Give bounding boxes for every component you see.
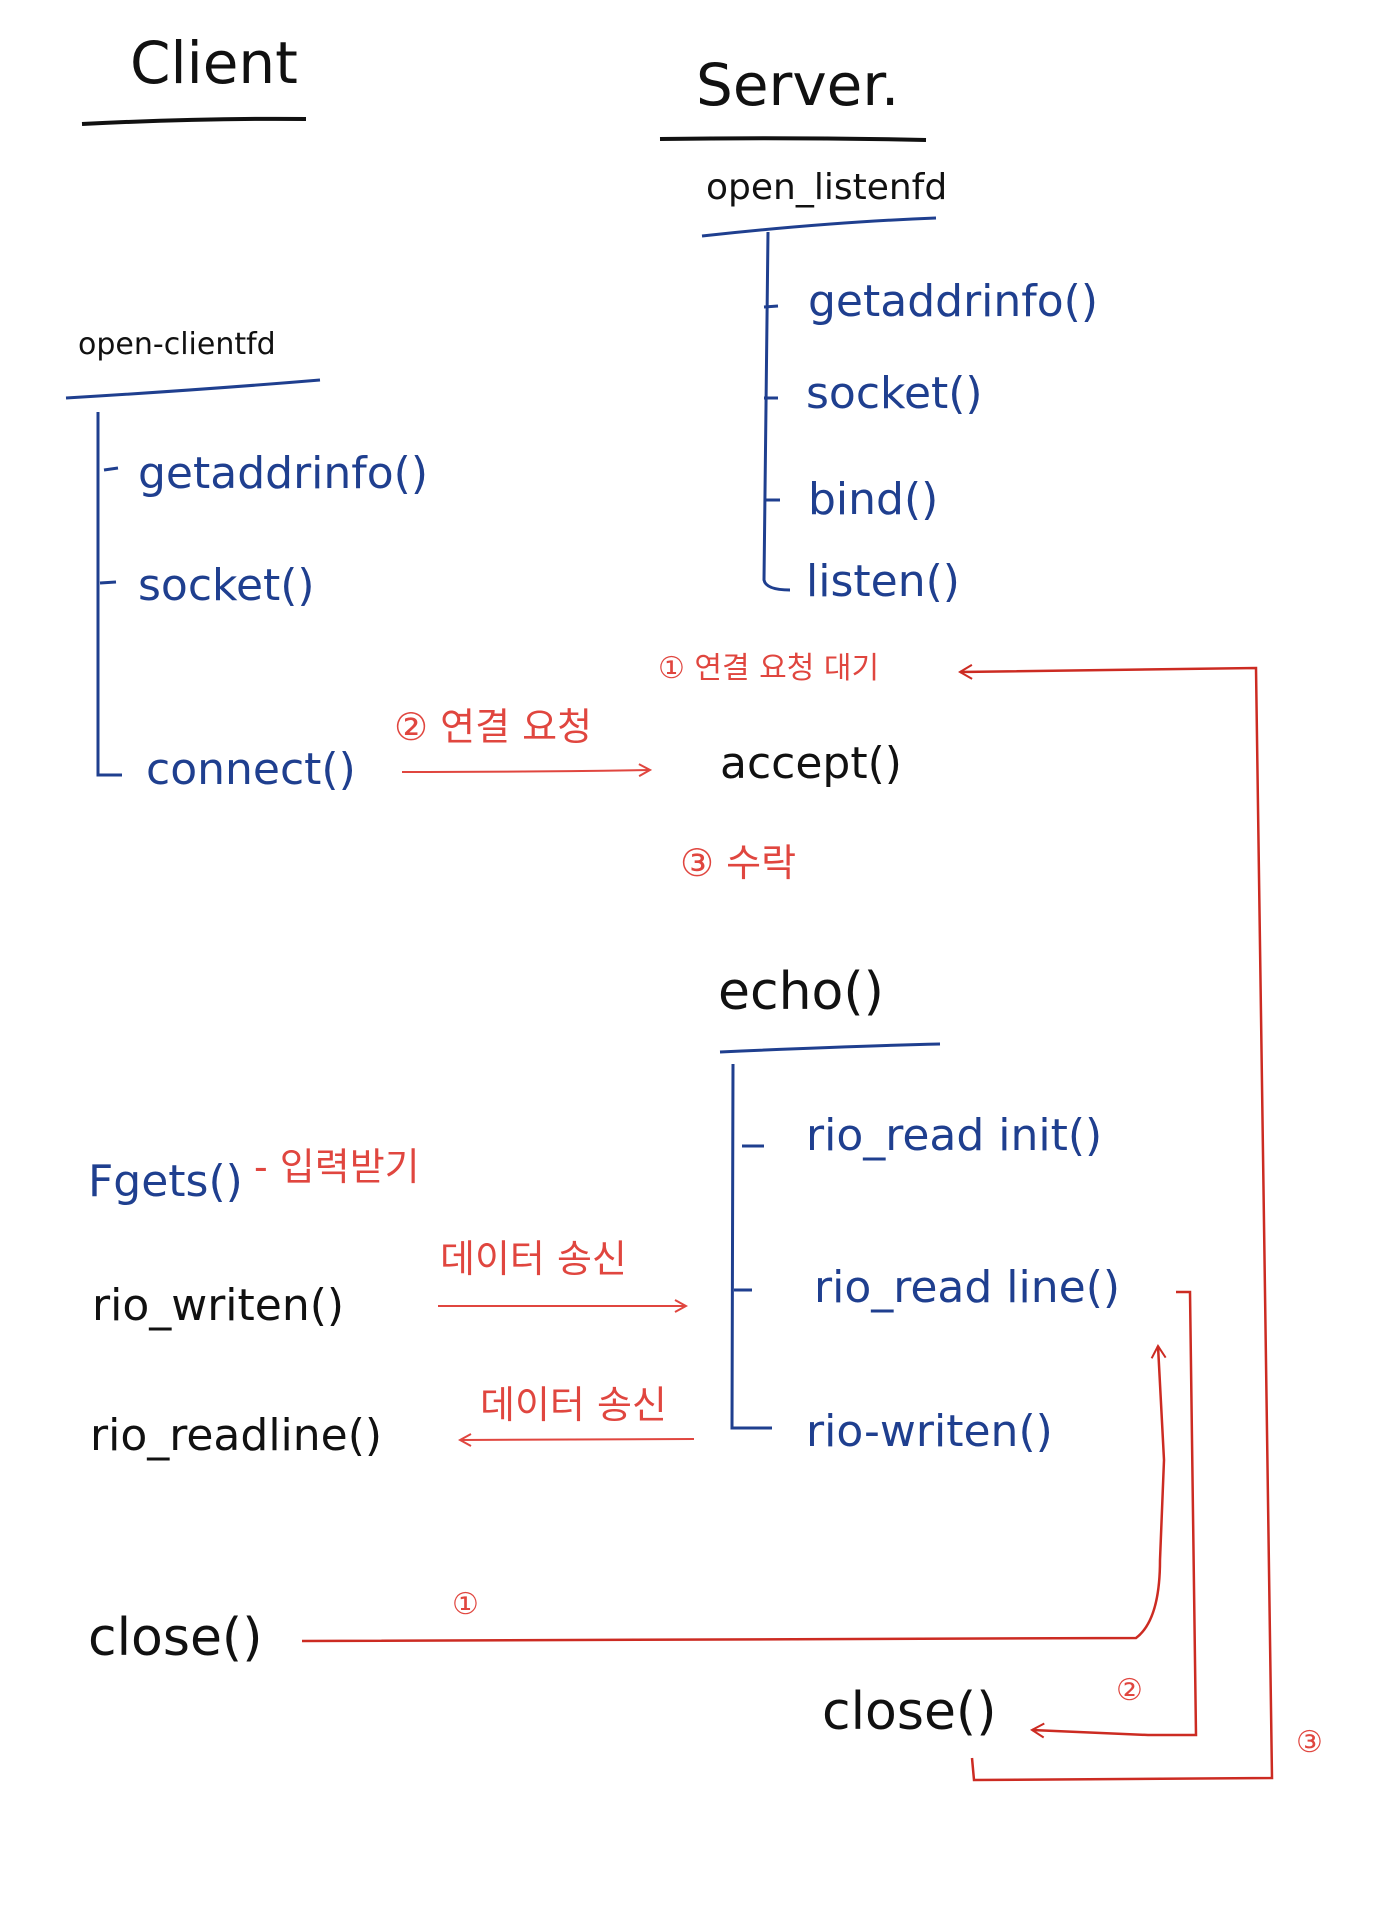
client-tick-socket	[99, 580, 117, 585]
close-to-readline-line	[301, 1344, 1167, 1643]
client-socket: socket()	[138, 560, 315, 611]
send-data-note-2: 데이터 송신	[480, 1383, 667, 1427]
send-data-arrow-left	[460, 1439, 695, 1440]
connect-request-note: ② 연결 요청	[394, 705, 593, 749]
accept-note: ③ 수락	[680, 841, 797, 885]
server-bind: bind()	[808, 474, 939, 525]
server-listen: listen()	[806, 556, 960, 607]
server-tick-getaddrinfo	[763, 304, 779, 309]
server-title-underline	[659, 136, 927, 142]
close-to-wait-line	[958, 663, 1274, 1782]
client-getaddrinfo: getaddrinfo()	[138, 448, 429, 499]
server-rio-readinitb: rio_read init()	[806, 1110, 1103, 1161]
send-data-note-1: 데이터 송신	[440, 1237, 627, 1281]
step2-marker: ②	[1116, 1673, 1143, 1708]
open-clientfd-underline	[65, 378, 321, 400]
client-fgets: Fgets()	[88, 1156, 243, 1207]
server-close: close()	[822, 1682, 997, 1742]
client-title-underline	[81, 116, 307, 126]
client-title: Client	[130, 29, 298, 97]
server-rio-readlineb: rio_read line()	[814, 1262, 1121, 1313]
echo-underline	[719, 1042, 941, 1054]
wait-connection-note: ① 연결 요청 대기	[658, 651, 880, 686]
server-title: Server.	[696, 51, 900, 119]
server-rio-writen: rio-writen()	[806, 1406, 1053, 1457]
server-accept: accept()	[720, 738, 902, 789]
step1-marker: ①	[452, 1587, 479, 1622]
fgets-note: - 입력받기	[254, 1145, 420, 1189]
open-listenfd-label: open_listenfd	[706, 167, 948, 208]
client-connect: connect()	[146, 744, 356, 795]
open-listenfd-bracket	[762, 231, 791, 592]
server-getaddrinfo: getaddrinfo()	[808, 276, 1099, 327]
open-clientfd-bracket	[96, 412, 122, 777]
client-close: close()	[88, 1608, 263, 1668]
open-clientfd-label: open-clientfd	[78, 327, 276, 362]
connect-request-arrow	[401, 770, 650, 772]
echo-bracket	[730, 1063, 772, 1430]
client-rio-writen: rio_writen()	[92, 1280, 345, 1331]
readline-to-close-line	[1030, 1290, 1198, 1739]
step3-marker: ③	[1296, 1725, 1323, 1760]
server-echo: echo()	[718, 962, 884, 1022]
client-tick-getaddrinfo	[103, 466, 119, 472]
open-listenfd-underline	[701, 216, 937, 238]
server-socket: socket()	[806, 368, 983, 419]
client-rio-readline: rio_readline()	[90, 1410, 383, 1461]
